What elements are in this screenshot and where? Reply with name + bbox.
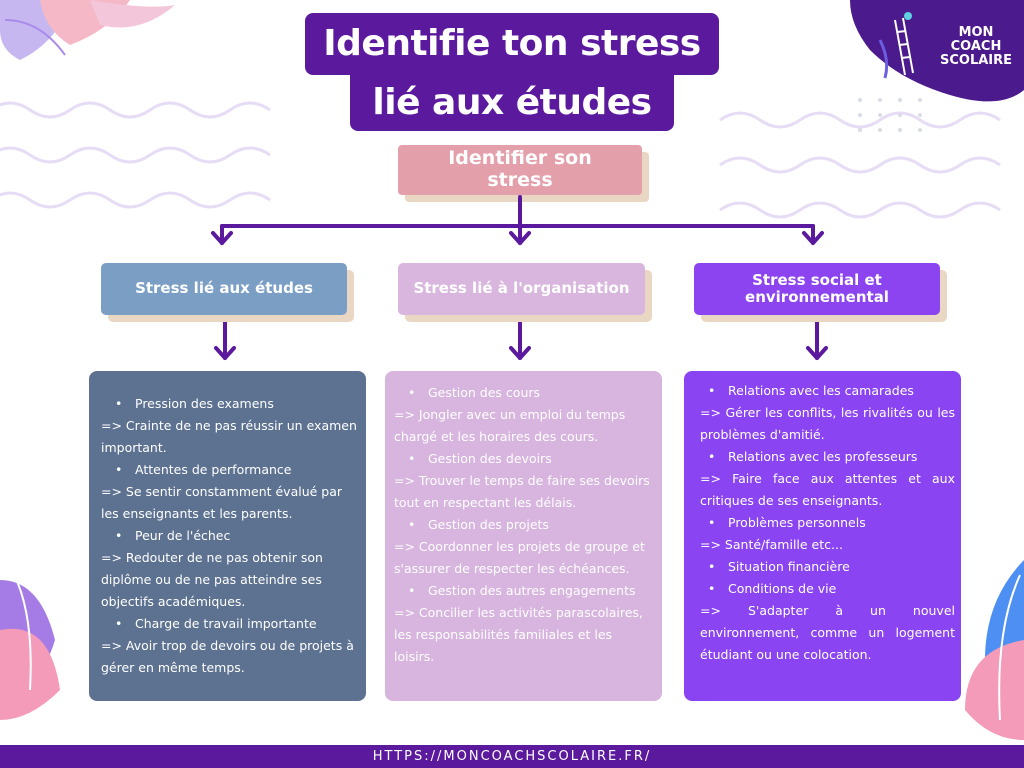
- page-title-line-1: Identifie ton stress: [305, 13, 719, 75]
- logo-line-2: COACH: [950, 39, 1002, 54]
- list-item-heading: Peur de l'échec: [101, 525, 358, 547]
- list-item-heading: Charge de travail importante: [101, 613, 358, 635]
- content-box-social: Relations avec les camarades => Gérer les…: [684, 371, 961, 701]
- list-item-description: => Trouver le temps de faire ses devoirs…: [394, 473, 650, 510]
- leaf-bottom-right: [965, 560, 1024, 740]
- footer-url[interactable]: HTTPS://MONCOACHSCOLAIRE.FR/: [372, 749, 652, 764]
- list-item-description: => Jongler avec un emploi du temps charg…: [394, 407, 626, 444]
- list-item-heading: Problèmes personnels: [700, 512, 955, 534]
- list-item-description: => Concilier les activités parascolaires…: [394, 605, 643, 664]
- list-item-heading: Gestion des devoirs: [394, 448, 656, 470]
- arrowhead-cat2: [509, 346, 531, 360]
- arrowhead-cat3: [806, 346, 828, 360]
- list-item-heading: Situation financière: [700, 556, 955, 578]
- list-item-heading: Relations avec les professeurs: [700, 446, 955, 468]
- list-item-heading: Gestion des projets: [394, 514, 656, 536]
- list-item-heading: Gestion des autres engagements: [394, 580, 656, 602]
- content-box-organisation: Gestion des cours => Jongler avec un empl…: [385, 371, 662, 701]
- list-item-description: => Avoir trop de devoirs ou de projets à…: [101, 638, 354, 675]
- category-node-social: Stress social et environnemental: [694, 263, 940, 315]
- list-item-description: => Santé/famille etc...: [700, 537, 843, 552]
- list-item-description: => Crainte de ne pas réussir un examen i…: [101, 418, 357, 455]
- list-item-description: => S'adapter à un nouvel environnement, …: [700, 603, 955, 662]
- list-item-description: => Gérer les conflits, les rivalités ou …: [700, 405, 955, 442]
- arrowhead-center: [509, 231, 531, 245]
- list-item-heading: Pression des examens: [101, 393, 358, 415]
- list-item-description: => Se sentir constamment évalué par les …: [101, 484, 343, 521]
- category-node-etudes: Stress lié aux études: [101, 263, 347, 315]
- footer-bar: HTTPS://MONCOACHSCOLAIRE.FR/: [0, 745, 1024, 768]
- logo-line-3: SCOLAIRE: [939, 53, 1013, 68]
- list-item-heading: Gestion des cours: [394, 382, 656, 404]
- list-item-description: => Coordonner les projets de groupe et s…: [394, 539, 645, 576]
- logo: MON COACH SCOLAIRE: [930, 26, 1022, 68]
- list-item-description: => Redouter de ne pas obtenir son diplôm…: [101, 550, 323, 609]
- logo-line-1: MON: [958, 25, 994, 40]
- list-item-heading: Attentes de performance: [101, 459, 358, 481]
- page-title-line-2: lié aux études: [350, 75, 674, 131]
- arrowhead-cat1: [214, 346, 236, 360]
- list-item-heading: Relations avec les camarades: [700, 380, 955, 402]
- category-node-organisation: Stress lié à l'organisation: [398, 263, 645, 315]
- content-box-etudes: Pression des examens => Crainte de ne pa…: [89, 371, 366, 701]
- list-item-description: => Faire face aux attentes et aux critiq…: [700, 471, 955, 508]
- arrowhead-left: [211, 231, 233, 245]
- leaf-top-left: [0, 0, 175, 60]
- leaf-bottom-left: [0, 559, 60, 720]
- arrowhead-right: [802, 231, 824, 245]
- list-item-heading: Conditions de vie: [700, 578, 955, 600]
- root-node: Identifier son stress: [398, 145, 642, 195]
